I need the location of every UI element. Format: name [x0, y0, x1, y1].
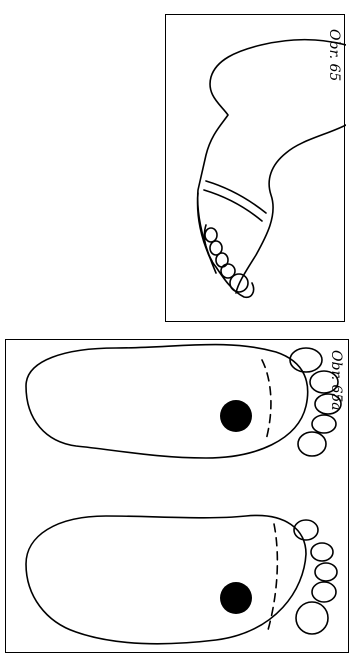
upper-sole-outline [26, 345, 308, 458]
foot-side-view-icon [166, 15, 346, 323]
lower-sole-dot [220, 582, 252, 614]
upper-sole-crease [262, 360, 271, 440]
figure-65-panel: Obr. 65 [165, 14, 345, 322]
sole-pair-icon [6, 340, 350, 654]
lower-sole-outline [26, 515, 306, 643]
figure-65a-panel: Obr. 65a [5, 339, 349, 653]
upper-sole-dot [220, 400, 252, 432]
